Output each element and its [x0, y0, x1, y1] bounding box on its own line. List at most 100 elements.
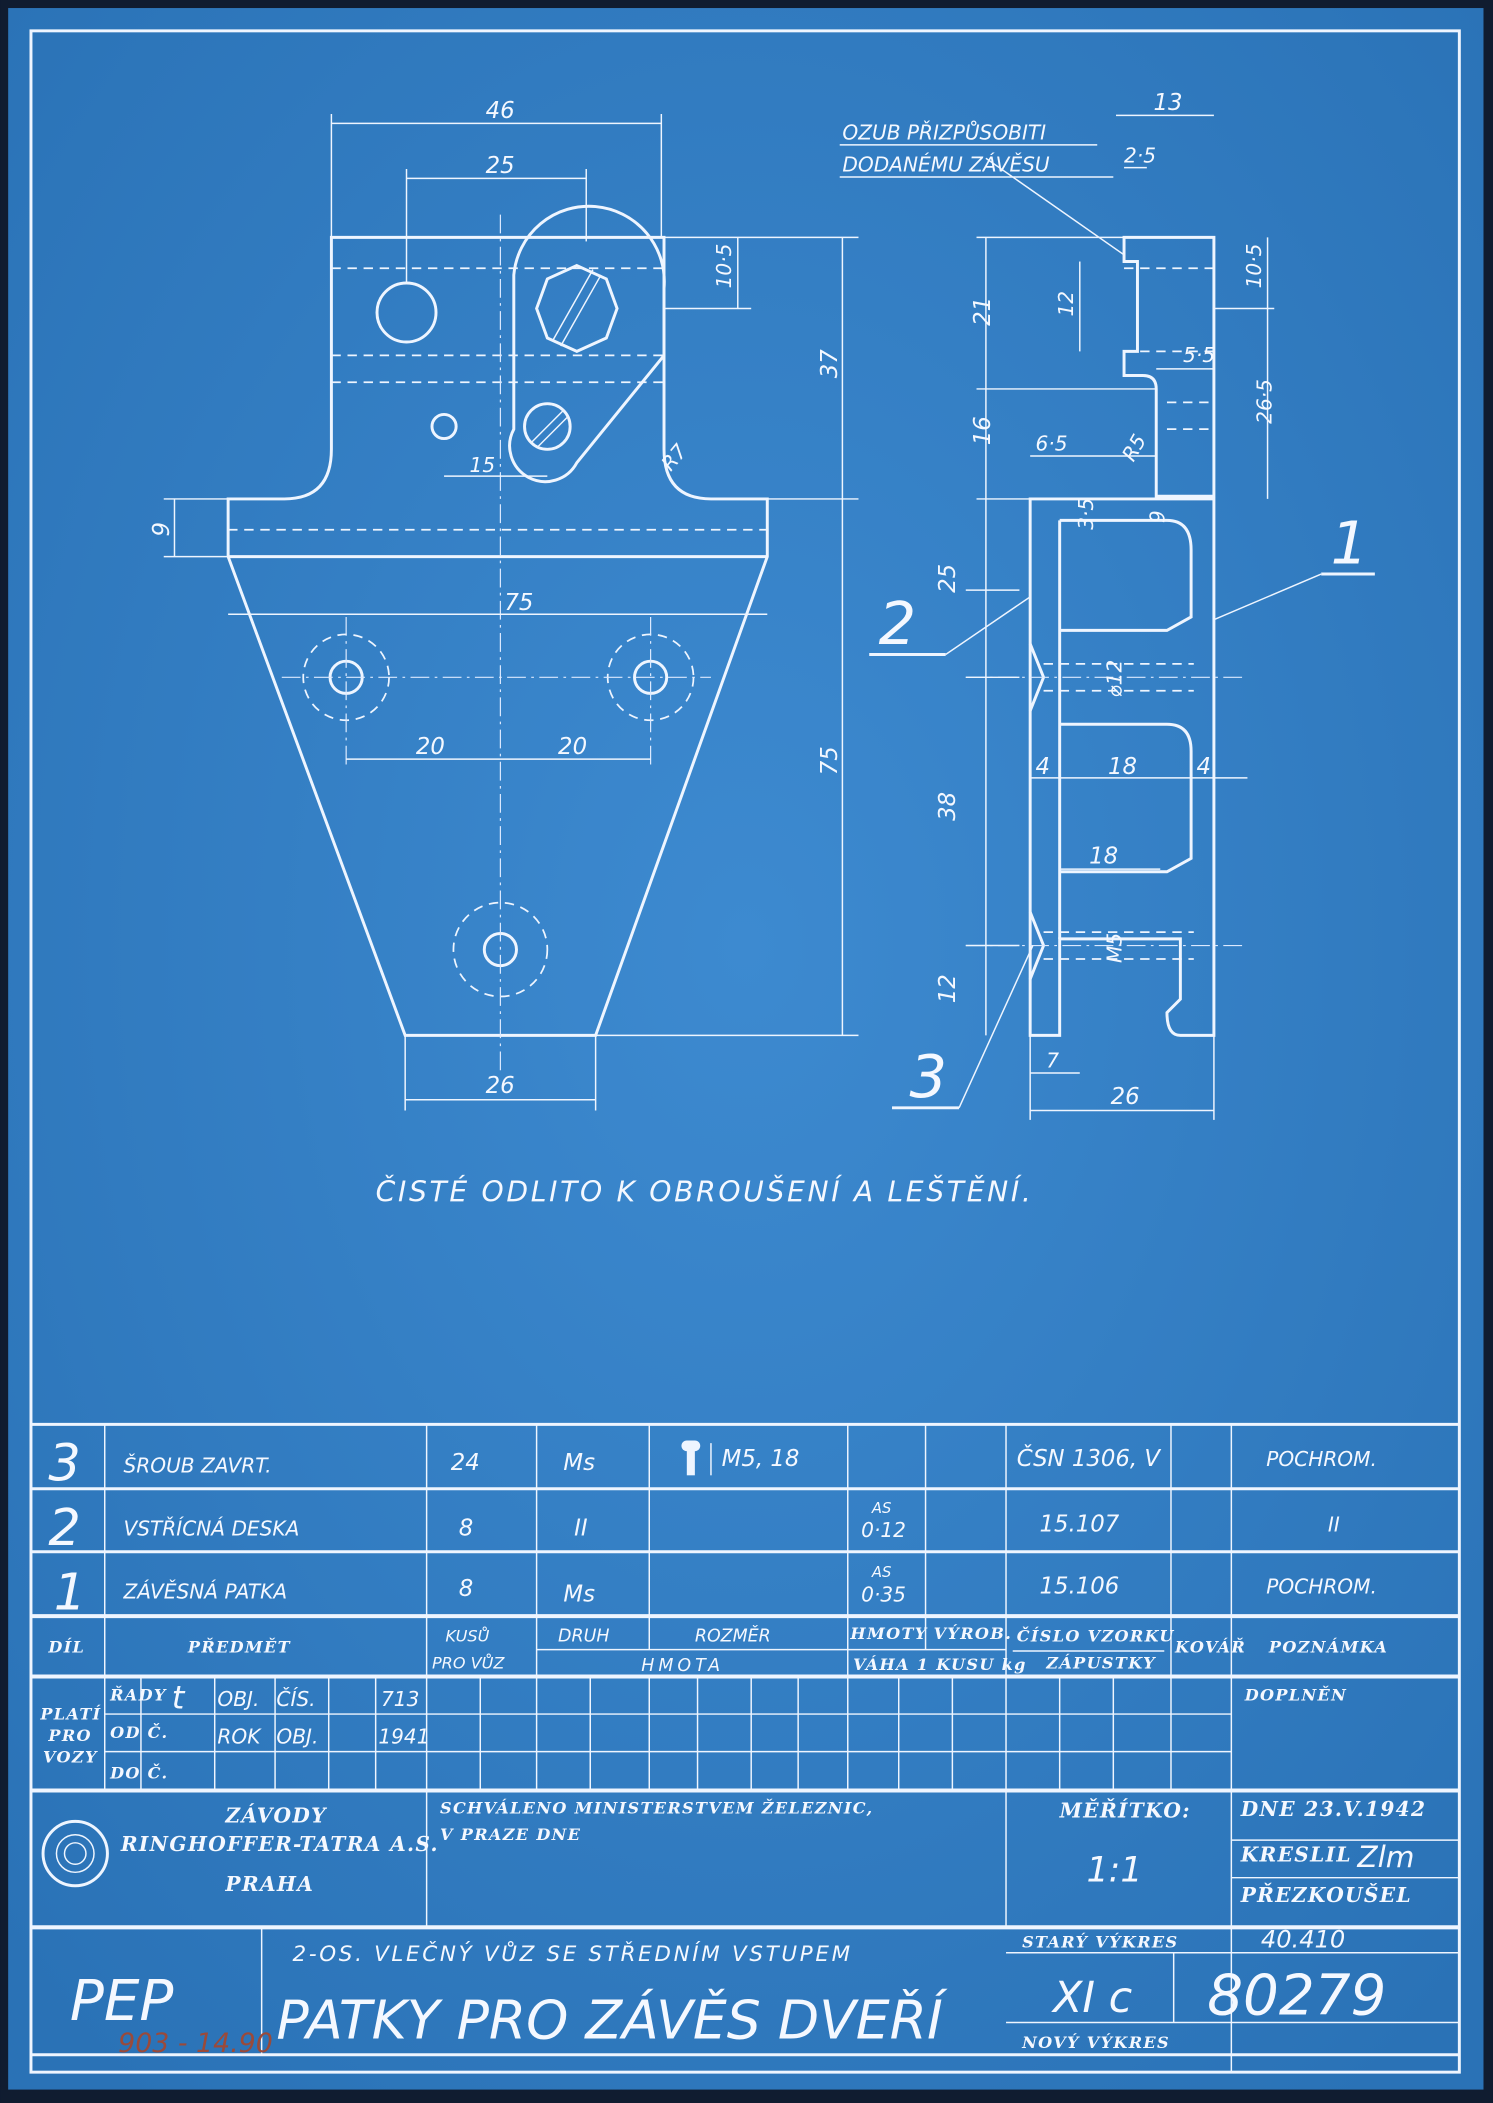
dim-dia-12: ⌀12 — [1102, 660, 1126, 698]
svg-text:KUSŮ: KUSŮ — [445, 1627, 489, 1646]
svg-text:KOVÁŘ: KOVÁŘ — [1174, 1636, 1246, 1656]
svg-text:XI c: XI c — [1051, 1973, 1132, 2023]
drawn-signature: Zlm — [1356, 1840, 1414, 1874]
drawing-number: 80279 — [1207, 1963, 1386, 2028]
svg-text:MĚŘÍTKO:: MĚŘÍTKO: — [1059, 1798, 1191, 1822]
dim-38: 38 — [935, 792, 961, 821]
svg-text:OD Č.: OD Č. — [110, 1722, 168, 1742]
paper — [8, 8, 1484, 2090]
drawing-title: PATKY PRO ZÁVĚS DVEŘÍ — [276, 1989, 948, 2052]
title-block: ZÁVODY RINGHOFFER-TATRA A.S. PRAHA SCHVÁ… — [30, 1797, 1460, 2059]
svg-text:PLATÍ: PLATÍ — [39, 1703, 101, 1723]
dim-26-5: 26·5 — [1253, 379, 1277, 424]
svg-text:OBJ.: OBJ. — [276, 1725, 318, 1749]
svg-text:POCHROM.: POCHROM. — [1266, 1447, 1377, 1471]
svg-text:POZNÁMKA: POZNÁMKA — [1268, 1636, 1388, 1656]
svg-text:1941: 1941 — [378, 1725, 429, 1749]
svg-text:SCHVÁLENO MINISTERSTVEM ŽELEZN: SCHVÁLENO MINISTERSTVEM ŽELEZNIC, — [440, 1797, 873, 1817]
svg-text:M5, 18: M5, 18 — [722, 1446, 800, 1472]
svg-text:3: 3 — [48, 1435, 80, 1494]
svg-text:DO Č.: DO Č. — [109, 1762, 168, 1782]
drawing-code: PEP — [70, 1969, 174, 2034]
screw-icon — [681, 1440, 712, 1476]
dim-20-right: 20 — [558, 734, 587, 760]
dim-13: 13 — [1154, 90, 1183, 116]
dim-25-side: 25 — [935, 564, 961, 593]
svg-text:OBJ.: OBJ. — [217, 1687, 259, 1711]
parts-list: 3 ŠROUB ZAVRT. 24 Ms M5, 18 ČSN 1306, V … — [30, 1422, 1460, 2073]
svg-text:ŘADY: ŘADY — [109, 1685, 167, 1705]
dim-9-side: 9 — [1145, 510, 1169, 523]
dim-2-5: 2·5 — [1124, 143, 1156, 167]
svg-text:PŘEDMĚT: PŘEDMĚT — [187, 1636, 291, 1656]
dim-9: 9 — [149, 522, 175, 537]
svg-text:VOZY: VOZY — [43, 1747, 98, 1766]
side-note-line1: OZUB PŘIZPŮSOBITI — [842, 120, 1046, 144]
dim-10-5: 10·5 — [712, 244, 736, 289]
dim-75-width: 75 — [504, 590, 533, 616]
svg-text:PŘEZKOUŠEL: PŘEZKOUŠEL — [1240, 1882, 1412, 1907]
dim-4-right: 4 — [1196, 754, 1211, 780]
dim-18: 18 — [1108, 754, 1137, 780]
callout-3: 3 — [909, 1042, 947, 1111]
handwritten-note: 903 - 14.90 — [118, 2028, 273, 2059]
svg-text:KRESLIL: KRESLIL — [1240, 1843, 1352, 1867]
dim-26: 26 — [486, 1073, 515, 1099]
dim-6-5: 6·5 — [1036, 432, 1068, 456]
svg-text:DRUH: DRUH — [558, 1627, 609, 1647]
drawing-subtitle: 2-OS. VLEČNÝ VŮZ SE STŘEDNÍM VSTUPEM — [293, 1940, 853, 1967]
dim-46: 46 — [486, 98, 515, 124]
svg-text:V PRAZE DNE: V PRAZE DNE — [440, 1825, 581, 1844]
dim-20-left: 20 — [416, 734, 445, 760]
svg-text:ZÁPUSTKY: ZÁPUSTKY — [1045, 1652, 1156, 1672]
svg-text:0·12: 0·12 — [861, 1518, 906, 1542]
svg-text:15.106: 15.106 — [1040, 1573, 1120, 1599]
general-note: ČISTÉ ODLITO K OBROUŠENÍ A LEŠTĚNÍ. — [376, 1175, 1034, 1209]
parts-list-header: DÍL PŘEDMĚT KUSŮ PRO VŮZ DRUH ROZMĚR HMO… — [47, 1623, 1388, 1676]
parts-row-3: 3 ŠROUB ZAVRT. 24 Ms M5, 18 ČSN 1306, V … — [48, 1435, 1376, 1494]
svg-text:STARÝ VÝKRES: STARÝ VÝKRES — [1022, 1931, 1178, 1951]
svg-text:ŠROUB ZAVRT.: ŠROUB ZAVRT. — [124, 1454, 272, 1478]
svg-text:ČÍS.: ČÍS. — [276, 1687, 315, 1711]
svg-text:AS: AS — [871, 1500, 891, 1517]
dim-16: 16 — [970, 416, 996, 445]
svg-text:ČSN 1306, V: ČSN 1306, V — [1017, 1444, 1162, 1472]
svg-text:AS: AS — [871, 1564, 891, 1581]
dim-10-5-side: 10·5 — [1242, 244, 1266, 289]
validity-block: PLATÍ PRO VOZY ŘADY OD Č. DO Č. t OBJ. Č… — [39, 1679, 1345, 1783]
dim-18-lower: 18 — [1089, 844, 1118, 870]
svg-text:8: 8 — [459, 1576, 474, 1602]
side-view: OZUB PŘIZPŮSOBITI DODANÉMU ZÁVĚSU 13 2·5… — [839, 90, 1375, 1120]
svg-text:40.410: 40.410 — [1261, 1925, 1345, 1953]
svg-text:VÁHA 1 KUSU kg: VÁHA 1 KUSU kg — [853, 1654, 1027, 1674]
svg-text:Ms: Ms — [563, 1450, 595, 1476]
svg-text:VÝROB.: VÝROB. — [934, 1623, 1013, 1643]
svg-text:t: t — [172, 1679, 186, 1717]
dim-12-top: 12 — [1054, 291, 1078, 317]
dim-37: 37 — [817, 349, 843, 379]
svg-text:8: 8 — [459, 1516, 474, 1542]
side-note-line2: DODANÉMU ZÁVĚSU — [842, 153, 1050, 177]
company-logo — [41, 1819, 109, 1888]
svg-text:1:1: 1:1 — [1086, 1851, 1142, 1891]
svg-text:15.107: 15.107 — [1040, 1512, 1120, 1538]
parts-row-2: 2 VSTŘÍCNÁ DESKA 8 II AS 0·12 15.107 II — [48, 1499, 1339, 1558]
svg-text:PRO VŮZ: PRO VŮZ — [432, 1653, 505, 1672]
sheet-border — [29, 29, 1461, 2074]
svg-text:PRAHA: PRAHA — [224, 1872, 314, 1896]
front-view: 46 25 10·5 37 9 15 R7 75 20 20 75 26 — [149, 98, 859, 1111]
dim-7: 7 — [1046, 1049, 1059, 1073]
dim-4-left: 4 — [1036, 754, 1051, 780]
svg-text:II: II — [1328, 1513, 1340, 1537]
svg-text:2: 2 — [48, 1499, 80, 1558]
svg-text:ROZMĚR: ROZMĚR — [695, 1625, 771, 1647]
svg-text:ČÍSLO VZORKU: ČÍSLO VZORKU — [1017, 1626, 1175, 1646]
svg-text:HMOTY: HMOTY — [849, 1624, 927, 1643]
dim-15: 15 — [470, 453, 496, 477]
dim-5-5: 5·5 — [1183, 343, 1215, 367]
svg-text:POCHROM.: POCHROM. — [1266, 1574, 1377, 1598]
svg-text:DÍL: DÍL — [47, 1636, 85, 1656]
callout-1: 1 — [1331, 508, 1369, 577]
svg-text:RINGHOFFER-TATRA A.S.: RINGHOFFER-TATRA A.S. — [120, 1832, 439, 1856]
dim-25: 25 — [486, 153, 515, 179]
